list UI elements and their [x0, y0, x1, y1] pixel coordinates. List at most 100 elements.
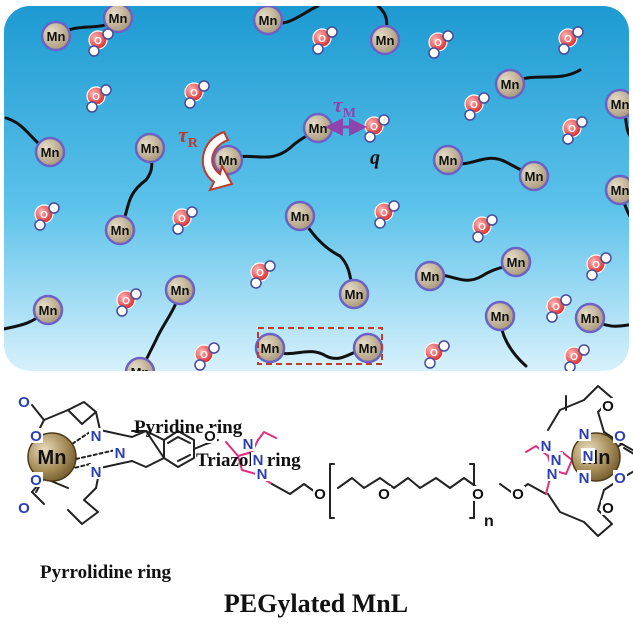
water-molecule: O	[464, 92, 490, 121]
q-label: q	[370, 147, 380, 169]
mn-particle-label: Mn	[345, 287, 364, 302]
mn-particle: Mn	[134, 132, 166, 164]
oxygen-label: O	[430, 348, 438, 359]
mn-particle: Mn	[604, 88, 629, 120]
mn-particle: Mn	[432, 144, 464, 176]
mn-center-label: Mn	[38, 447, 67, 469]
mn-particle: Mn	[164, 274, 196, 306]
oxygen-atom: O	[314, 486, 326, 503]
water-molecule: O	[86, 84, 112, 113]
mn-particle: Mn	[414, 260, 446, 292]
nitrogen-atom: N	[579, 470, 590, 487]
mn-particle: Mn	[252, 6, 284, 36]
water-molecule: O	[428, 30, 454, 59]
oxygen-label: O	[178, 214, 186, 225]
nitrogen-atom: N	[253, 452, 264, 469]
mn-particle-label: Mn	[309, 121, 328, 136]
water-molecule: O	[250, 260, 276, 289]
mn-particle-label: Mn	[41, 145, 60, 160]
water-molecule: O	[312, 26, 338, 55]
water-molecule: O	[88, 28, 114, 57]
oxygen-label: O	[592, 260, 600, 271]
mn-particle: Mn	[284, 200, 316, 232]
oxygen-label: O	[570, 352, 578, 363]
tau-r-label: τR	[178, 122, 199, 151]
water-molecule: O	[194, 342, 220, 371]
nitrogen-atom: N	[551, 452, 562, 469]
oxygen-atom: O	[472, 486, 484, 503]
water-molecules: O O O O O O O O O O O O O O O O O O O O	[34, 26, 612, 371]
water-molecule: O	[564, 344, 590, 371]
nitrogen-atom: N	[547, 466, 558, 483]
mn-particle-label: Mn	[525, 169, 544, 184]
nitrogen-atom: N	[579, 426, 590, 443]
water-molecule: O	[472, 214, 498, 243]
oxygen-label: O	[40, 210, 48, 221]
oxygen-label: O	[380, 208, 388, 219]
oxygen-label: O	[564, 34, 572, 45]
water-molecule: O	[586, 252, 612, 281]
oxygen-atom: O	[512, 486, 524, 503]
oxygen-label: O	[200, 350, 208, 361]
oxygen-label: O	[318, 34, 326, 45]
mn-particle-label: Mn	[47, 29, 66, 44]
mn-particle-label: Mn	[141, 141, 160, 156]
oxygen-atom: O	[614, 470, 626, 487]
mn-particle: Mn	[302, 112, 334, 144]
mn-particle: Mn	[500, 246, 532, 278]
mn-particle-label: Mn	[131, 365, 150, 380]
oxygen-label: O	[552, 302, 560, 313]
oxygen-atom: O	[30, 428, 42, 445]
oxygen-label: O	[92, 92, 100, 103]
tau-m-label: τM	[333, 92, 356, 121]
water-molecule: O	[562, 116, 588, 145]
nitrogen-atom: N	[541, 438, 552, 455]
nitrogen-atom: N	[91, 428, 102, 445]
water-molecule: O	[424, 340, 450, 369]
highlight-box	[257, 327, 383, 365]
structure-labels: Pyridine ring Triazole ring Pyrrolidine …	[40, 417, 408, 618]
oxygen-atom: O	[378, 486, 390, 503]
water-molecule: O	[34, 202, 60, 231]
mn-particle-label: Mn	[259, 13, 278, 28]
oxygen-label: O	[434, 38, 442, 49]
water-molecule: O	[374, 200, 400, 229]
triazole-label: Triazole ring	[196, 450, 301, 471]
mn-particle: Mn	[574, 302, 606, 334]
mn-particle: Mn	[338, 278, 370, 310]
water-molecule: O	[172, 206, 198, 235]
oxygen-label: O	[190, 88, 198, 99]
repeat-index: n	[484, 513, 494, 530]
mn-particle: Mn	[40, 20, 72, 52]
mn-particle-label: Mn	[376, 33, 395, 48]
nitrogen-atom: N	[257, 466, 268, 483]
oxygen-label: O	[568, 124, 576, 135]
water-molecule: O	[116, 288, 142, 317]
mn-particle-label: Mn	[439, 153, 458, 168]
mn-particle: Mn	[104, 214, 136, 246]
mn-particle-label: Mn	[291, 209, 310, 224]
oxygen-label: O	[122, 296, 130, 307]
water-molecule: O	[546, 294, 572, 323]
mn-particle-label: Mn	[491, 309, 510, 324]
mn-particle-label: Mn	[171, 283, 190, 298]
mn-particle: Mn	[518, 160, 550, 192]
mn-particle: Mn	[494, 68, 526, 100]
mn-particle-label: Mn	[507, 255, 526, 270]
oxygen-label: O	[256, 268, 264, 279]
oxygen-atom: O	[602, 500, 614, 517]
oxygen-label: O	[370, 122, 378, 133]
mn-particle: Mn	[254, 332, 286, 364]
nitrogen-atom: N	[243, 436, 254, 453]
mn-particle-label: Mn	[111, 223, 130, 238]
mn-particle-label: Mn	[611, 183, 630, 198]
oxygen-label: O	[478, 222, 486, 233]
mn-particle: Mn	[102, 6, 134, 34]
oxygen-atom: O	[18, 394, 30, 411]
mn-particle-label: Mn	[501, 77, 520, 92]
oxygen-atom: O	[602, 398, 614, 415]
mn-particle: Mn	[484, 300, 516, 332]
